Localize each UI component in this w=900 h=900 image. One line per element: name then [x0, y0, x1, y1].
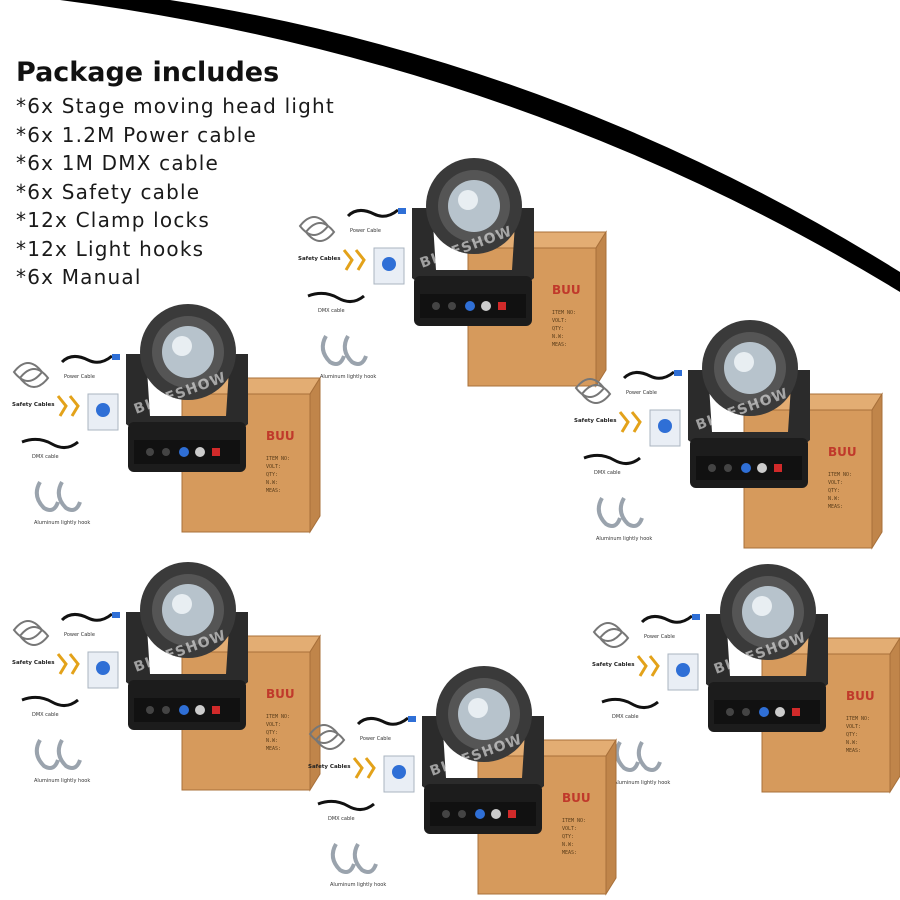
box-mark: BUU [828, 445, 857, 459]
dmx-cable-label: DMX cable [328, 816, 355, 822]
hook-label: Aluminum lightly hook [34, 778, 90, 784]
box-line: QTY: [266, 730, 278, 736]
box-line: N.W: [552, 334, 564, 340]
box-line: VOLT: [266, 722, 281, 728]
power-cable-label: Power Cable [360, 736, 391, 742]
box-line: ITEM NO: [846, 716, 870, 722]
box-line: VOLT: [828, 480, 843, 486]
package-title: Package includes [16, 57, 280, 88]
box-line: QTY: [552, 326, 564, 332]
list-item: *6x Stage moving head light [16, 94, 335, 118]
hook-label: Aluminum lightly hook [596, 536, 652, 542]
hook-label: Aluminum lightly hook [330, 882, 386, 888]
product-set-1: BUU ITEM NO: VOLT: QTY: N.W: MEAS: BLUES… [290, 148, 610, 388]
list-item: *12x Clamp locks [16, 208, 210, 232]
box-line: ITEM NO: [552, 310, 576, 316]
box-line: MEAS: [552, 342, 567, 348]
box-line: N.W: [562, 842, 574, 848]
product-set-4: BUU ITEM NO: VOLT: QTY: N.W: MEAS: BLUES… [4, 552, 324, 792]
box-line: MEAS: [828, 504, 843, 510]
safety-cables-label: Safety Cables [592, 662, 635, 668]
list-item: *6x Manual [16, 265, 142, 289]
box-line: QTY: [562, 834, 574, 840]
box-line: MEAS: [266, 746, 281, 752]
safety-cables-label: Safety Cables [12, 660, 55, 666]
power-cable-label: Power Cable [64, 374, 95, 380]
hook-label: Aluminum lightly hook [614, 780, 670, 786]
box-mark: BUU [562, 791, 591, 805]
dmx-cable-label: DMX cable [32, 712, 59, 718]
box-line: QTY: [828, 488, 840, 494]
product-set-2: BUU ITEM NO: VOLT: QTY: N.W: MEAS: BLUES… [4, 294, 324, 534]
dmx-cable-label: DMX cable [32, 454, 59, 460]
box-line: ITEM NO: [828, 472, 852, 478]
box-line: N.W: [828, 496, 840, 502]
box-mark: BUU [552, 283, 581, 297]
box-mark: BUU [266, 687, 295, 701]
list-item: *6x Safety cable [16, 179, 201, 204]
power-cable-label: Power Cable [644, 634, 675, 640]
box-line: VOLT: [266, 464, 281, 470]
power-cable-label: Power Cable [626, 390, 657, 396]
box-line: ITEM NO: [562, 818, 586, 824]
dmx-cable-label: DMX cable [612, 714, 639, 720]
box-line: N.W: [266, 738, 278, 744]
box-line: N.W: [846, 740, 858, 746]
list-item: *6x 1M DMX cable [16, 151, 219, 175]
package-items-list: *6x Stage moving head light *6x 1.2M Pow… [16, 92, 335, 292]
list-item: *12x Light hooks [16, 236, 205, 261]
power-cable-label: Power Cable [350, 228, 381, 234]
box-line: MEAS: [562, 850, 577, 856]
box-line: QTY: [266, 472, 278, 478]
hook-label: Aluminum lightly hook [320, 374, 376, 380]
box-line: MEAS: [846, 748, 861, 754]
box-line: VOLT: [846, 724, 861, 730]
product-set-3: BUU ITEM NO: VOLT: QTY: N.W: MEAS: BLUES… [566, 310, 886, 550]
box-line: ITEM NO: [266, 714, 290, 720]
box-line: ITEM NO: [266, 456, 290, 462]
safety-cables-label: Safety Cables [298, 256, 341, 262]
box-line: QTY: [846, 732, 858, 738]
package-includes-panel: Package includes *6x Stage moving head l… [16, 56, 335, 292]
box-line: VOLT: [562, 826, 577, 832]
dmx-cable-label: DMX cable [318, 308, 345, 314]
power-cable-label: Power Cable [64, 632, 95, 638]
box-line: VOLT: [552, 318, 567, 324]
product-set-6: BUU ITEM NO: VOLT: QTY: N.W: MEAS: BLUES… [300, 656, 620, 896]
dmx-cable-label: DMX cable [594, 470, 621, 476]
safety-cables-label: Safety Cables [12, 402, 55, 408]
safety-cables-label: Safety Cables [574, 418, 617, 424]
box-line: N.W: [266, 480, 278, 486]
list-item: *6x 1.2M Power cable [16, 122, 257, 147]
safety-cables-label: Safety Cables [308, 764, 351, 770]
box-mark: BUU [266, 429, 295, 443]
hook-label: Aluminum lightly hook [34, 520, 90, 526]
product-set-5: BUU ITEM NO: VOLT: QTY: N.W: MEAS: BLUES… [584, 554, 900, 794]
box-line: MEAS: [266, 488, 281, 494]
box-mark: BUU [846, 689, 875, 703]
